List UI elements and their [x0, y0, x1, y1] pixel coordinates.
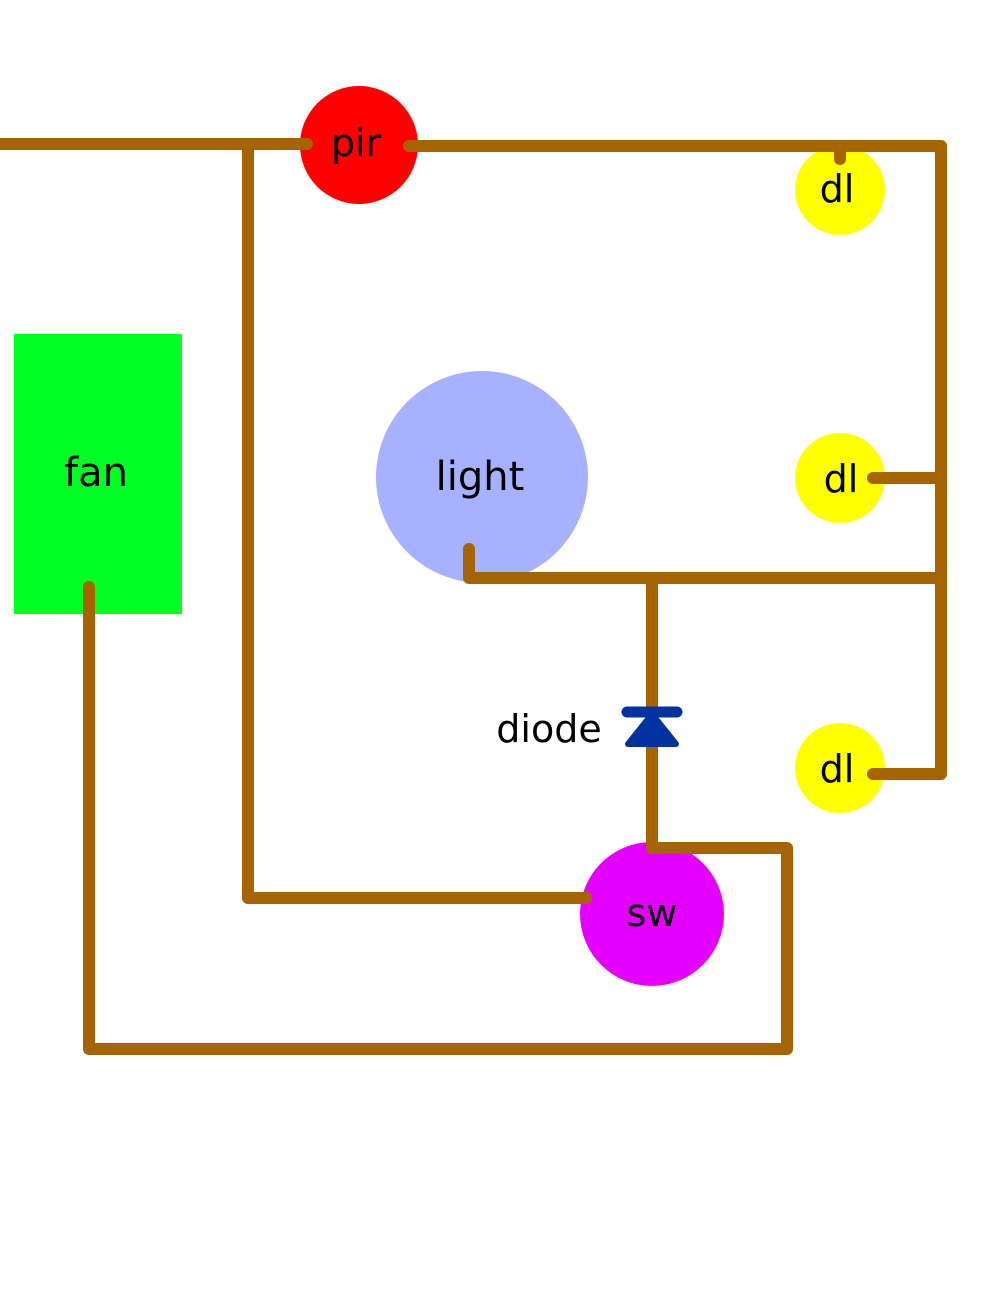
wires [0, 138, 947, 1055]
fan-box [14, 334, 182, 614]
dl-label-2: dl [824, 457, 859, 501]
wire-pir-to-right-bus [403, 140, 947, 780]
dl-circle-1 [795, 145, 885, 235]
wire-sw-to-fan [83, 581, 793, 1055]
pir-label: pir [331, 121, 382, 165]
diode-symbol [621, 706, 683, 747]
wire-input-to-sw [242, 138, 592, 904]
dl-label-1: dl [820, 167, 855, 211]
sw-circle [580, 842, 724, 986]
fan-label: fan [64, 450, 128, 496]
wire-bus-to-light [463, 543, 947, 584]
diode-anode-triangle [625, 711, 679, 747]
labels: pir dl dl dl fan light diode sw [64, 121, 858, 935]
light-circle [376, 371, 588, 583]
dl-circle-3 [795, 723, 885, 813]
pir-circle [300, 86, 418, 204]
diode-label: diode [496, 707, 601, 751]
dl-circle-2 [795, 433, 885, 523]
components [14, 86, 885, 986]
light-label: light [436, 454, 525, 500]
sw-label: sw [627, 891, 678, 935]
dl-label-3: dl [820, 747, 855, 791]
